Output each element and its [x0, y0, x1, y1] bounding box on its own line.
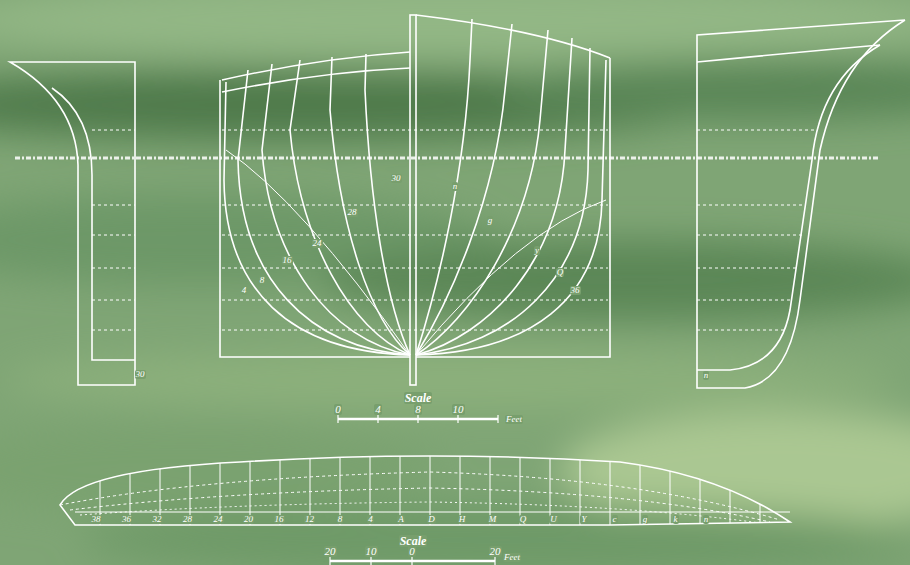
station-label: 24 — [213, 515, 224, 524]
station-label: D — [427, 515, 436, 524]
station-label: 20 — [243, 515, 254, 524]
scale-number: 20 — [489, 546, 502, 557]
scale-number: 10 — [452, 404, 465, 415]
section-number: 30 — [135, 370, 146, 379]
scale-title: Scale — [404, 392, 433, 404]
station-label: H — [458, 515, 467, 524]
section-letter: y — [534, 246, 540, 255]
station-label: n — [703, 515, 710, 524]
section-number: 30 — [391, 174, 402, 183]
scale-unit: Feet — [505, 415, 523, 424]
station-label: 16 — [274, 515, 285, 524]
section-number: 16 — [282, 256, 293, 265]
section-number: 24 — [312, 239, 323, 248]
section-letter: Q — [556, 268, 565, 277]
station-label: 28 — [182, 515, 193, 524]
station-label: 32 — [152, 515, 163, 524]
station-label: 4 — [367, 515, 374, 524]
station-label: 38 — [91, 515, 102, 524]
station-label: M — [488, 515, 498, 524]
section-number: 36 — [570, 286, 581, 295]
station-label: Y — [580, 515, 587, 524]
station-label: 36 — [121, 515, 132, 524]
scale-number: 10 — [365, 546, 378, 557]
station-label: k — [673, 515, 679, 524]
station-label: 12 — [304, 515, 315, 524]
hull-lines — [10, 15, 905, 565]
scale-number: 4 — [374, 404, 382, 415]
section-letter: g — [487, 216, 494, 225]
scale-number: 0 — [408, 546, 416, 557]
scale-unit: Feet — [503, 553, 521, 562]
scale-number: 20 — [324, 546, 337, 557]
section-number: 28 — [347, 208, 358, 217]
station-label: 8 — [337, 515, 344, 524]
section-number: 4 — [241, 286, 248, 295]
section-letter: n — [452, 182, 459, 191]
section-letter: n — [703, 371, 710, 380]
section-number: 8 — [259, 276, 266, 285]
scale-number: 0 — [334, 404, 342, 415]
station-label: U — [549, 515, 558, 524]
station-label: c — [612, 515, 618, 524]
scale-number: 8 — [414, 404, 422, 415]
station-label: Q — [519, 515, 528, 524]
station-label: A — [397, 515, 405, 524]
station-label: g — [642, 515, 649, 524]
